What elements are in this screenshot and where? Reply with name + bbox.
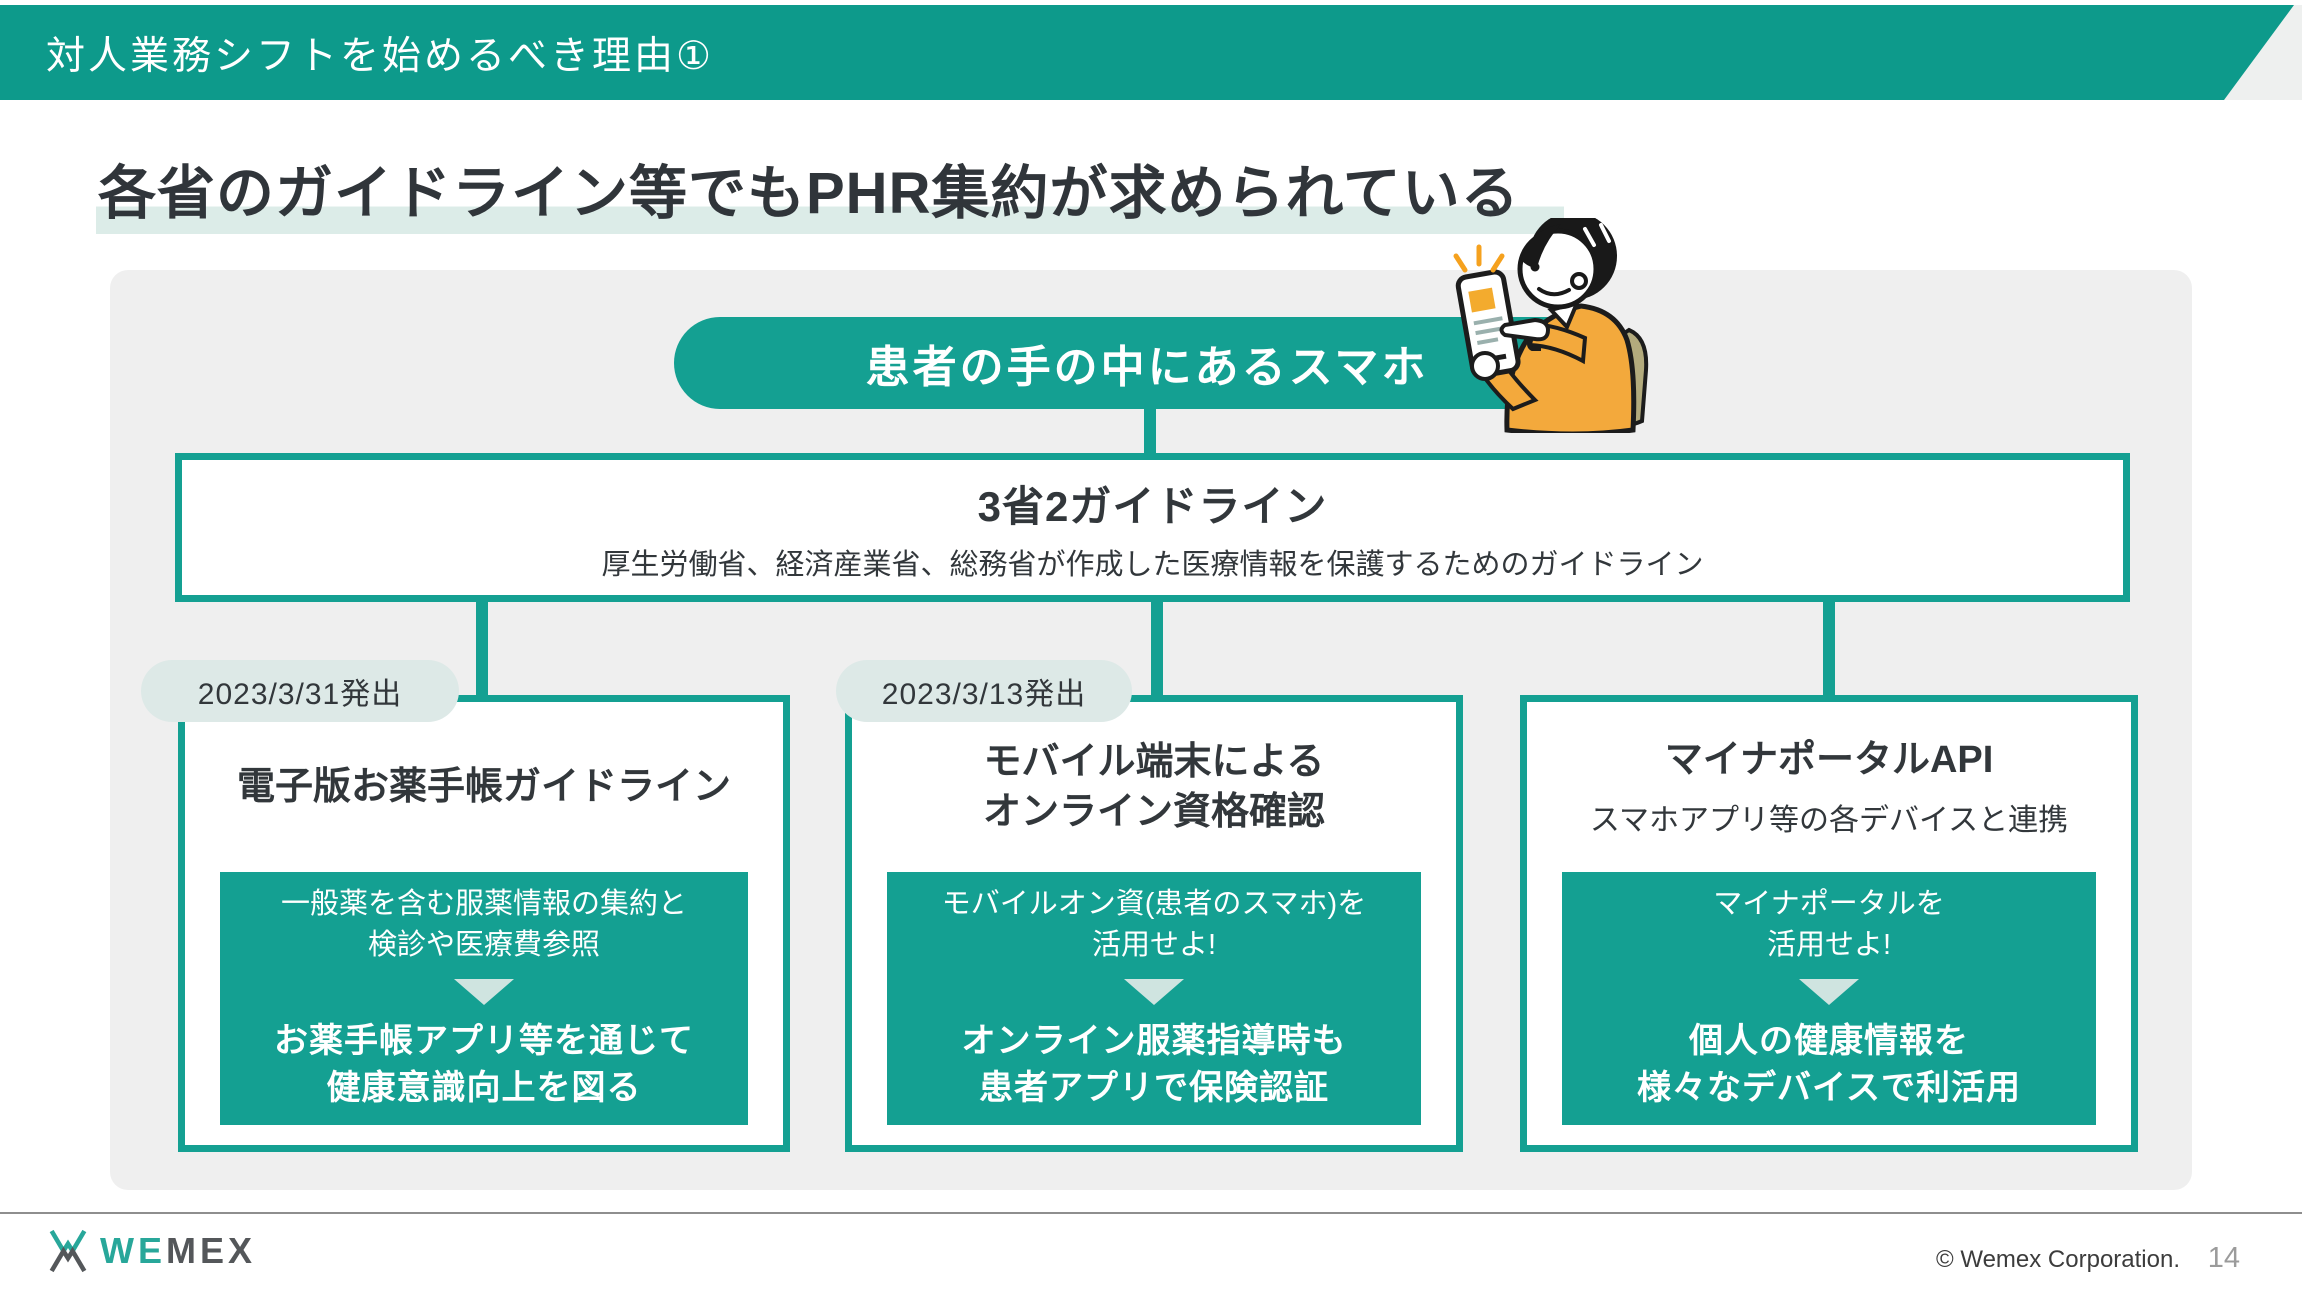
connector-root-card2: [1151, 602, 1163, 696]
down-triangle-icon: [1124, 978, 1184, 1005]
copyright: © Wemex Corporation.: [1936, 1246, 2180, 1273]
smile-shape: [1537, 287, 1571, 297]
hair-shine: [1583, 223, 1611, 247]
sparkle-icon: [1453, 244, 1505, 273]
logo-text-we: WE: [100, 1230, 166, 1271]
pill-label: 患者の手の中にあるスマホ: [865, 343, 1429, 392]
card-head: モバイル端末による オンライン資格確認: [852, 702, 1456, 872]
smartphone-pill: 患者の手の中にあるスマホ: [674, 317, 1620, 409]
card-note: マイナポータルを 活用せよ!: [1713, 888, 1945, 961]
person-smartphone-illustration: [1453, 218, 1649, 433]
page-number: 14: [2207, 1242, 2240, 1274]
guideline-root-box: 3省2ガイドライン 厚生労働省、経済産業省、総務省が作成した医療情報を保護するた…: [175, 453, 2130, 602]
down-triangle-icon: [454, 978, 514, 1005]
logo-text: WEMEX: [100, 1230, 256, 1272]
page-heading-text: 各省のガイドライン等でもPHR集約が求められている: [96, 161, 1564, 234]
pointing-hand: [1499, 318, 1550, 351]
card-note-box: マイナポータルを 活用せよ! 個人の健康情報を 様々なデバイスで利活用: [1562, 872, 2096, 1125]
card-result: オンライン服薬指導時も 患者アプリで保険認証: [961, 1021, 1347, 1108]
card-subtitle: スマホアプリ等の各デバイスと連携: [1589, 804, 2069, 838]
guideline-card-okusuri: 電子版お薬手帳ガイドライン 一般薬を含む服薬情報の集約と 検診や医療費参照 お薬…: [178, 695, 790, 1152]
footer-divider: [0, 1212, 2302, 1214]
page-heading: 各省のガイドライン等でもPHR集約が求められている: [96, 146, 1564, 234]
guideline-card-myna-portal: マイナポータルAPI スマホアプリ等の各デバイスと連携 マイナポータルを 活用せ…: [1520, 695, 2138, 1152]
holding-hand: [1470, 351, 1500, 381]
card-note: モバイルオン資(患者のスマホ)を 活用せよ!: [941, 888, 1367, 961]
card-title: モバイル端末による オンライン資格確認: [982, 740, 1325, 833]
connector-root-card3: [1823, 602, 1835, 696]
card-result: 個人の健康情報を 様々なデバイスで利活用: [1637, 1021, 2021, 1108]
wemex-logo: WEMEX: [48, 1228, 256, 1274]
root-title: 3省2ガイドライン: [977, 482, 1328, 530]
card-head: 電子版お薬手帳ガイドライン: [185, 702, 783, 872]
card-head: マイナポータルAPI スマホアプリ等の各デバイスと連携: [1527, 702, 2131, 872]
card-title: 電子版お薬手帳ガイドライン: [236, 765, 731, 808]
card-result: お薬手帳アプリ等を通じて 健康意識向上を図る: [274, 1021, 694, 1108]
date-badge-card1: 2023/3/31発出: [141, 660, 459, 722]
card-note-box: 一般薬を含む服薬情報の集約と 検診や医療費参照 お薬手帳アプリ等を通じて 健康意…: [220, 872, 748, 1125]
eye-shape: [1530, 262, 1540, 272]
header-bar: 対人業務シフトを始めるべき理由①: [0, 5, 2294, 100]
ear-shape: [1570, 272, 1588, 290]
card-note-box: モバイルオン資(患者のスマホ)を 活用せよ! オンライン服薬指導時も 患者アプリ…: [887, 872, 1421, 1125]
guideline-card-mobile: モバイル端末による オンライン資格確認 モバイルオン資(患者のスマホ)を 活用せ…: [845, 695, 1463, 1152]
header-title: 対人業務シフトを始めるべき理由①: [46, 34, 714, 78]
content-panel: 患者の手の中にあるスマホ: [110, 218, 2192, 1190]
root-subtitle: 厚生労働省、経済産業省、総務省が作成した医療情報を保護するためのガイドライン: [601, 548, 1704, 581]
date-badge-card2: 2023/3/13発出: [836, 660, 1132, 722]
down-triangle-icon: [1799, 978, 1859, 1005]
logo-text-mex: MEX: [166, 1230, 257, 1271]
card-note: 一般薬を含む服薬情報の集約と 検診や医療費参照: [280, 888, 687, 961]
card-title: マイナポータルAPI: [1664, 738, 1994, 781]
wemex-logo-icon: [49, 1229, 87, 1273]
fringe-shape: [1521, 224, 1561, 268]
connector-pill-root: [1144, 409, 1156, 455]
header: 対人業務シフトを始めるべき理由①: [0, 5, 2302, 100]
connector-root-card1: [476, 602, 488, 696]
